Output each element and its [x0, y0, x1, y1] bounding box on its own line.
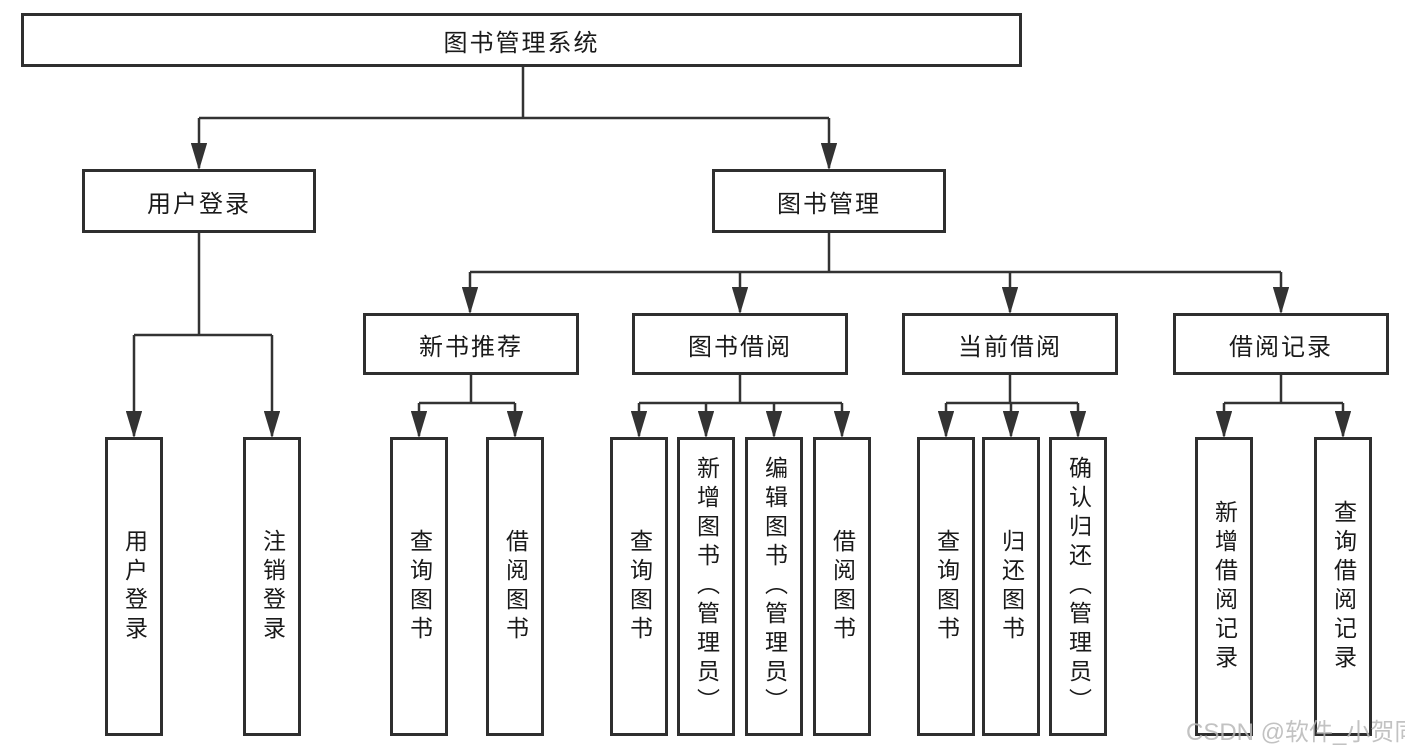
- node-leaf-logout: 注销登录: [243, 437, 301, 736]
- node-leaf-add-books-admin: 新增图书（管理员）: [677, 437, 735, 736]
- node-leaf-query-books-current: 查询图书: [917, 437, 975, 736]
- node-user-login: 用户登录: [82, 169, 316, 233]
- edge-userlogin-trunk: [134, 233, 272, 337]
- node-leaf-borrow-books-label: 借阅图书: [829, 528, 856, 645]
- node-borrowing-records: 借阅记录: [1173, 313, 1389, 375]
- node-leaf-user-login: 用户登录: [105, 437, 163, 736]
- node-leaf-borrow-books-recommend-label: 借阅图书: [502, 528, 529, 645]
- node-book-borrowing: 图书借阅: [632, 313, 848, 375]
- node-book-management-label: 图书管理: [777, 190, 881, 218]
- node-leaf-add-borrow-record-label: 新增借阅记录: [1211, 499, 1238, 674]
- node-leaf-borrow-books-recommend: 借阅图书: [486, 437, 544, 736]
- node-leaf-logout-label: 注销登录: [259, 528, 286, 645]
- node-leaf-return-books-label: 归还图书: [998, 528, 1025, 645]
- node-library-system-label: 图书管理系统: [443, 29, 600, 57]
- node-current-borrowing-label: 当前借阅: [958, 333, 1062, 361]
- node-leaf-query-books-recommend-label: 查询图书: [406, 528, 433, 645]
- node-leaf-query-borrow-record-label: 查询借阅记录: [1330, 499, 1357, 674]
- node-leaf-confirm-return-admin: 确认归还（管理员）: [1049, 437, 1107, 736]
- node-library-system: 图书管理系统: [21, 13, 1022, 67]
- node-leaf-query-borrow-record: 查询借阅记录: [1314, 437, 1372, 736]
- node-leaf-edit-books-admin-label: 编辑图书（管理员）: [761, 456, 788, 717]
- edge-bookmgmt-trunk: [470, 233, 1281, 274]
- edge-borrowing-trunk: [639, 375, 842, 405]
- node-leaf-confirm-return-admin-label: 确认归还（管理员）: [1065, 456, 1092, 717]
- node-new-book-recommend: 新书推荐: [363, 313, 579, 375]
- node-leaf-query-books-recommend: 查询图书: [390, 437, 448, 736]
- node-current-borrowing: 当前借阅: [902, 313, 1118, 375]
- node-borrowing-records-label: 借阅记录: [1229, 333, 1333, 361]
- node-new-book-recommend-label: 新书推荐: [419, 333, 523, 361]
- node-leaf-edit-books-admin: 编辑图书（管理员）: [745, 437, 803, 736]
- node-leaf-query-books-borrowing-label: 查询图书: [626, 528, 653, 645]
- edge-current-trunk: [946, 375, 1078, 405]
- node-leaf-user-login-label: 用户登录: [121, 528, 148, 645]
- node-book-borrowing-label: 图书借阅: [688, 333, 792, 361]
- node-leaf-query-books-borrowing: 查询图书: [610, 437, 668, 736]
- node-leaf-add-books-admin-label: 新增图书（管理员）: [693, 456, 720, 717]
- csdn-watermark: CSDN @软件_小贺同学: [1186, 719, 1405, 746]
- node-leaf-add-borrow-record: 新增借阅记录: [1195, 437, 1253, 736]
- edge-records-trunk: [1224, 375, 1343, 405]
- node-user-login-label: 用户登录: [147, 190, 251, 218]
- node-leaf-query-books-current-label: 查询图书: [933, 528, 960, 645]
- node-book-management: 图书管理: [712, 169, 946, 233]
- edge-root-trunk: [199, 67, 829, 120]
- node-leaf-return-books: 归还图书: [982, 437, 1040, 736]
- edge-newbook-trunk: [419, 375, 515, 405]
- node-leaf-borrow-books: 借阅图书: [813, 437, 871, 736]
